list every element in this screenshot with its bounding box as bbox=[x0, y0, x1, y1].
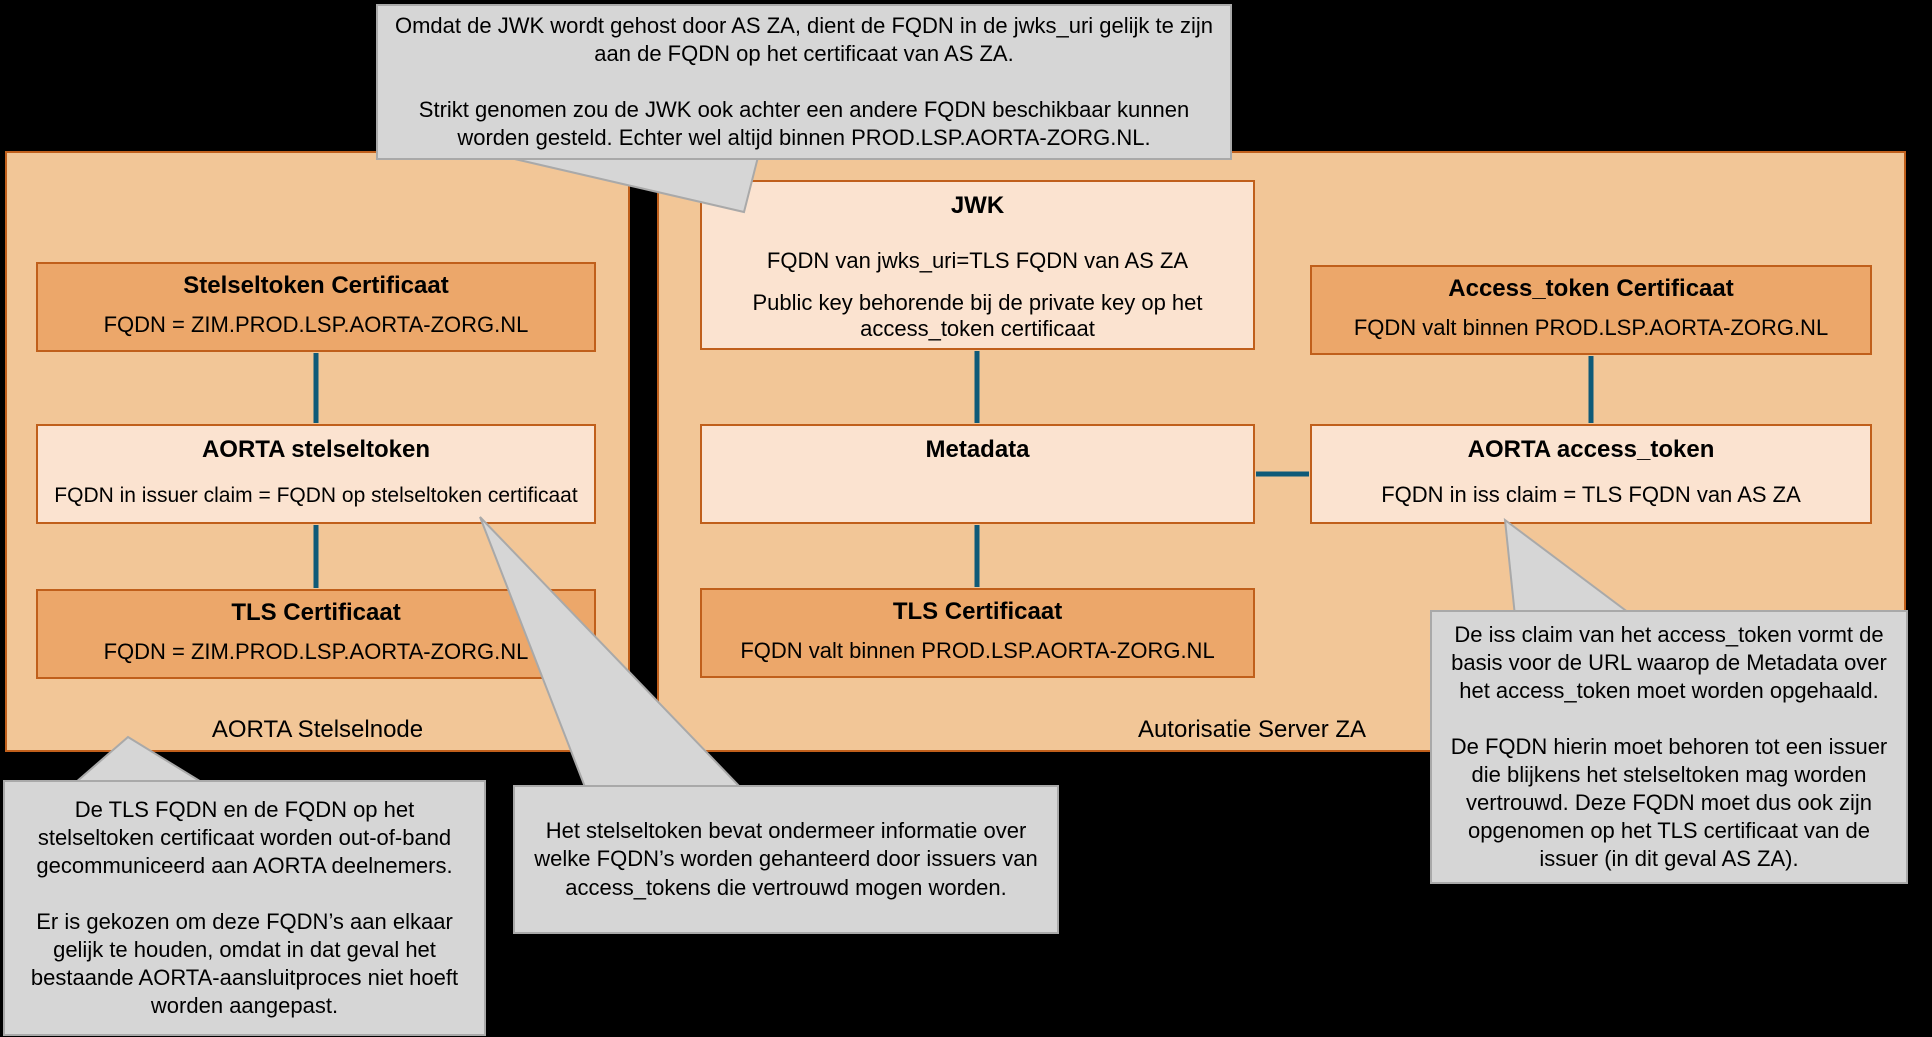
box-tls-certificaat-stelselnode: TLS Certificaat FQDN = ZIM.PROD.LSP.AORT… bbox=[36, 589, 596, 679]
box-metadata: Metadata bbox=[700, 424, 1255, 524]
box-title: TLS Certificaat bbox=[231, 599, 401, 626]
box-title: TLS Certificaat bbox=[892, 598, 1063, 625]
box-text: FQDN = ZIM.PROD.LSP.AORTA-ZORG.NL bbox=[103, 639, 529, 664]
box-aorta-stelseltoken: AORTA stelseltoken FQDN in issuer claim … bbox=[36, 424, 596, 524]
box-stelseltoken-certificaat: Stelseltoken Certificaat FQDN = ZIM.PROD… bbox=[36, 262, 596, 352]
box-text: FQDN = ZIM.PROD.LSP.AORTA-ZORG.NL bbox=[103, 312, 529, 337]
box-title: Stelseltoken Certificaat bbox=[183, 272, 449, 299]
callout-paragraph: De FQDN hierin moet behoren tot een issu… bbox=[1450, 733, 1888, 872]
box-title: AORTA access_token bbox=[1467, 436, 1715, 463]
box-title: Metadata bbox=[925, 436, 1030, 463]
callout-oob-note: De TLS FQDN en de FQDN op het stelseltok… bbox=[3, 780, 486, 1036]
callout-paragraph: De TLS FQDN en de FQDN op het stelseltok… bbox=[36, 796, 453, 879]
box-text: FQDN valt binnen PROD.LSP.AORTA-ZORG.NL bbox=[1353, 315, 1829, 340]
container-label-aorta-stelselnode: AORTA Stelselnode bbox=[211, 716, 424, 743]
callout-iss-note: De iss claim van het access_token vormt … bbox=[1430, 610, 1908, 884]
box-text: Public key behorende bij de private key … bbox=[752, 290, 1203, 341]
callout-paragraph: Het stelseltoken bevat ondermeer informa… bbox=[534, 818, 1038, 900]
box-title: AORTA stelseltoken bbox=[201, 436, 431, 463]
box-jwk: JWK FQDN van jwks_uri=TLS FQDN van AS ZA… bbox=[700, 180, 1255, 350]
callout-paragraph: Er is gekozen om deze FQDN’s aan elkaar … bbox=[30, 908, 459, 1019]
callout-jwk-note: Omdat de JWK wordt gehost door AS ZA, di… bbox=[376, 4, 1232, 160]
callout-stelseltoken-note: Het stelseltoken bevat ondermeer informa… bbox=[513, 785, 1059, 934]
box-text: FQDN in issuer claim = FQDN op stelselto… bbox=[54, 484, 578, 507]
box-tls-certificaat-as-za: TLS Certificaat FQDN valt binnen PROD.LS… bbox=[700, 588, 1255, 678]
callout-paragraph: Strikt genomen zou de JWK ook achter een… bbox=[418, 96, 1190, 150]
box-text: FQDN van jwks_uri=TLS FQDN van AS ZA bbox=[766, 248, 1189, 273]
box-aorta-access-token: AORTA access_token FQDN in iss claim = T… bbox=[1310, 424, 1872, 524]
box-text: FQDN valt binnen PROD.LSP.AORTA-ZORG.NL bbox=[740, 638, 1215, 663]
box-title: Access_token Certificaat bbox=[1448, 275, 1734, 302]
container-label-autorisatie-server-za: Autorisatie Server ZA bbox=[1137, 716, 1367, 743]
box-access-token-certificaat: Access_token Certificaat FQDN valt binne… bbox=[1310, 265, 1872, 355]
callout-paragraph: Omdat de JWK wordt gehost door AS ZA, di… bbox=[394, 12, 1214, 67]
box-text: FQDN in iss claim = TLS FQDN van AS ZA bbox=[1381, 482, 1801, 507]
callout-paragraph: De iss claim van het access_token vormt … bbox=[1451, 621, 1887, 703]
box-title: JWK bbox=[950, 192, 1005, 219]
